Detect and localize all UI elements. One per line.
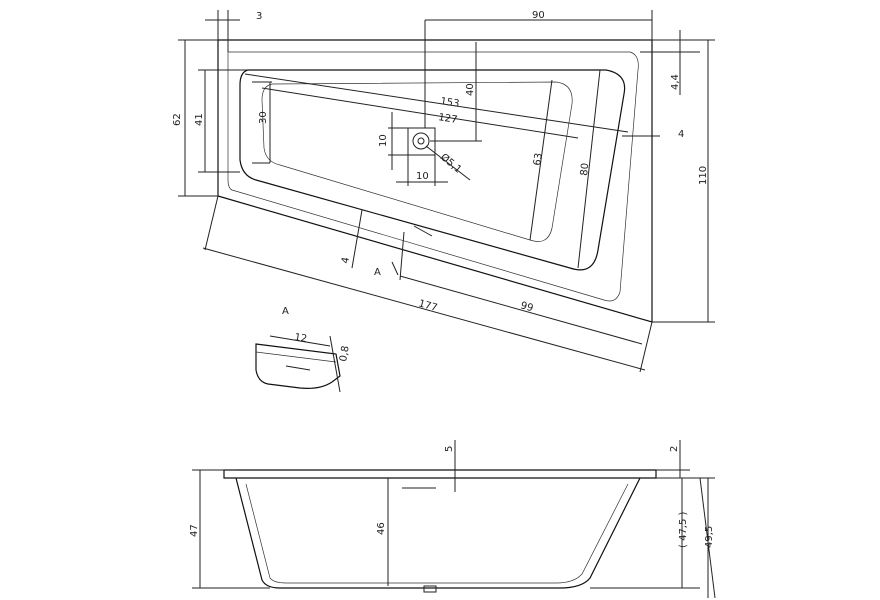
dim-4-bottom-line bbox=[351, 209, 363, 269]
dim-4-right-label: 4 bbox=[678, 129, 684, 140]
dim-12-line bbox=[269, 335, 331, 347]
side-view: 5 2 47 46 ( 47,5 ) 49,5 bbox=[189, 440, 716, 599]
dim-177-label: 177 bbox=[417, 298, 438, 314]
dim-3-label: 3 bbox=[256, 11, 262, 22]
side-view-inner-line bbox=[245, 483, 629, 584]
dim-49-5-label: 49,5 bbox=[704, 526, 715, 548]
dim-127-label: 127 bbox=[438, 112, 459, 126]
dim-30-label: 30 bbox=[258, 111, 269, 124]
detail-a-inner-line bbox=[255, 351, 337, 363]
dim-110-label: 110 bbox=[698, 166, 709, 185]
dim-63-line bbox=[529, 79, 553, 241]
dim-40-label: 40 bbox=[465, 83, 476, 96]
dim-46-label: 46 bbox=[376, 522, 387, 535]
dim-177-line bbox=[202, 247, 646, 371]
dim-99-ext bbox=[399, 231, 405, 281]
drain-circle bbox=[412, 132, 430, 150]
dim-177-ext-left bbox=[204, 195, 219, 251]
dim-10h-label: 10 bbox=[416, 171, 429, 182]
dim-177-ext-right bbox=[639, 321, 653, 373]
dim-47-label: 47 bbox=[189, 524, 200, 537]
dim-47-5-label: ( 47,5 ) bbox=[678, 511, 689, 548]
drain-inner-circle bbox=[417, 137, 425, 145]
top-view-basin bbox=[239, 69, 626, 271]
dim-153-label: 153 bbox=[440, 96, 461, 110]
detail-a-profile bbox=[255, 343, 341, 389]
dim-0-8-label: 0,8 bbox=[338, 345, 352, 363]
side-view-drain bbox=[423, 585, 437, 593]
top-view: 3 90 4,4 110 4 62 41 30 bbox=[172, 10, 715, 373]
top-view-floor bbox=[261, 81, 573, 242]
dim-99-line bbox=[399, 275, 643, 345]
dim-4-bottom-label: 4 bbox=[340, 256, 352, 264]
dim-10v-label: 10 bbox=[378, 134, 389, 147]
side-view-body bbox=[235, 477, 641, 589]
dim-90-label: 90 bbox=[532, 10, 545, 21]
dim-153-line bbox=[244, 73, 629, 133]
dim-80-line bbox=[577, 69, 601, 269]
dim-127-line bbox=[261, 87, 579, 139]
dim-63-label: 63 bbox=[532, 152, 545, 166]
detail-a-label: A bbox=[282, 306, 289, 317]
detail-a-overflow bbox=[285, 365, 311, 371]
section-a-label: A bbox=[374, 267, 381, 278]
dim-41-label: 41 bbox=[194, 113, 205, 126]
section-a-cut-line bbox=[413, 225, 433, 237]
dim-12-label: 12 bbox=[294, 332, 308, 345]
dim-2-label: 2 bbox=[669, 446, 680, 452]
section-a-arrow bbox=[391, 261, 399, 276]
dim-0-8-line bbox=[329, 335, 341, 393]
dim-80-label: 80 bbox=[579, 162, 591, 176]
top-view-inner-rim bbox=[227, 51, 639, 302]
detail-a: A 12 0,8 bbox=[255, 306, 352, 393]
dim-99-label: 99 bbox=[519, 300, 534, 314]
dim-4-4-label: 4,4 bbox=[670, 74, 681, 90]
dim-5-label: 5 bbox=[444, 446, 455, 452]
dim-d5-1-leader bbox=[425, 145, 471, 181]
side-view-rim bbox=[223, 469, 657, 479]
dim-62-label: 62 bbox=[172, 113, 183, 126]
